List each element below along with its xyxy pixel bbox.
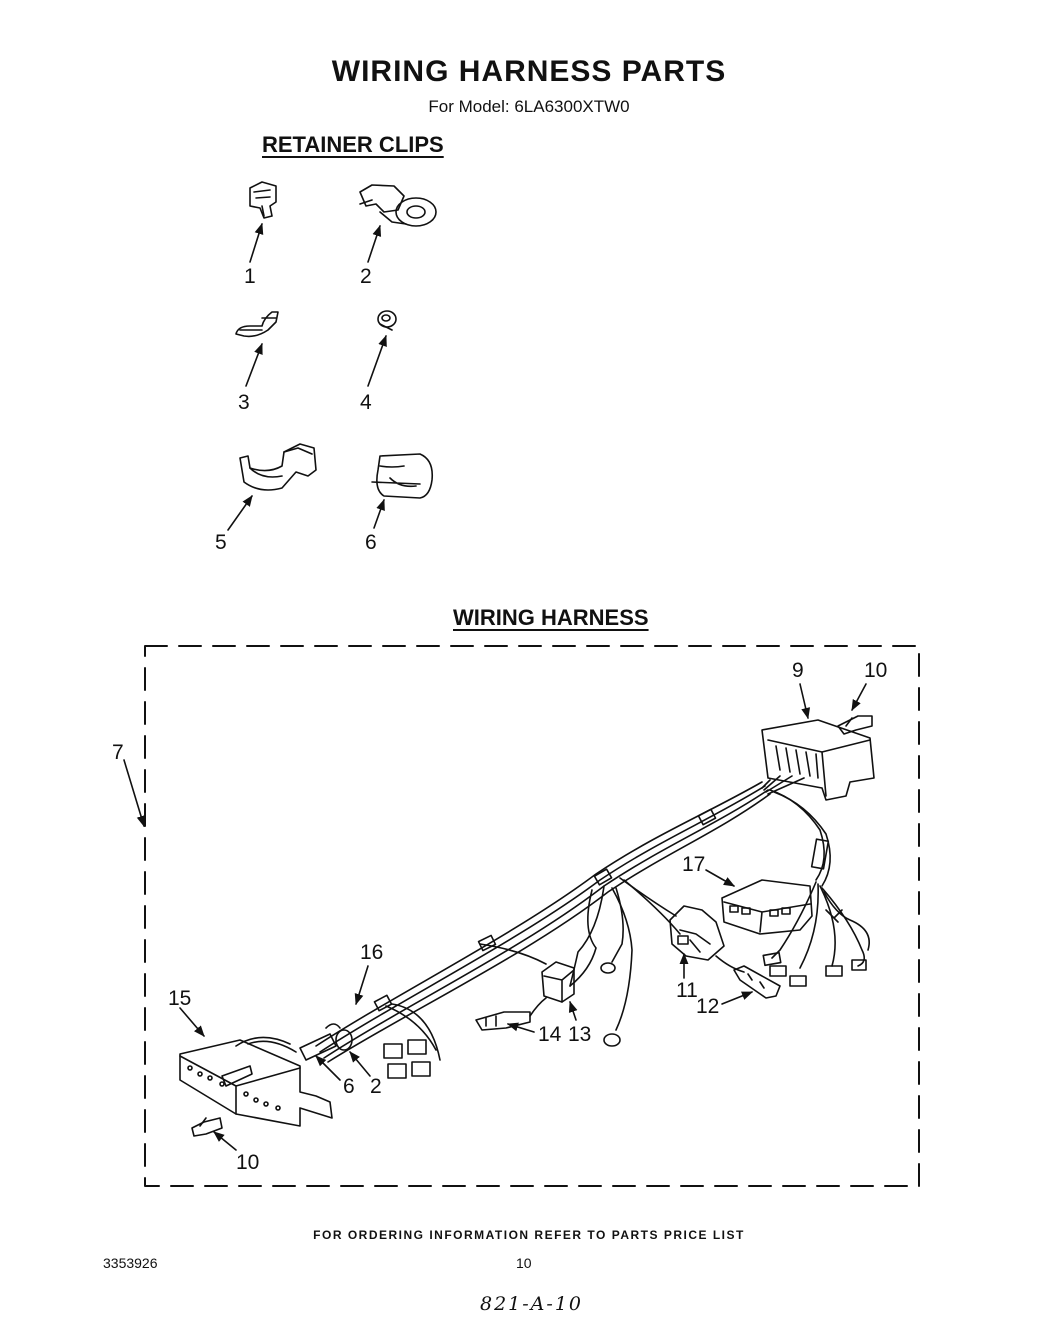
terminal-14 xyxy=(475,997,547,1031)
retainer-clips-heading: RETAINER CLIPS xyxy=(262,132,444,157)
clip-label: 3 xyxy=(238,391,250,414)
model-subtitle: For Model: 6LA6300XTW0 xyxy=(428,97,630,116)
clip-5-icon xyxy=(239,443,317,491)
connector-15 xyxy=(179,1036,333,1127)
harness-callout: 14 xyxy=(538,1023,562,1046)
terminal-10-bottom xyxy=(191,1117,223,1137)
harness-callout: 11 xyxy=(676,979,698,1002)
document-part-number: 3353926 xyxy=(103,1255,158,1271)
harness-callout: 10 xyxy=(864,659,888,682)
wire-bundle xyxy=(315,781,771,1063)
connector-13 xyxy=(541,961,575,1003)
clip-1-icon xyxy=(249,181,277,219)
harness-callout: 10 xyxy=(236,1151,260,1174)
clip-2-icon xyxy=(359,184,437,227)
clip-label: 4 xyxy=(360,391,372,414)
clip-label: 5 xyxy=(215,531,227,554)
handwritten-code: 821-A-10 xyxy=(480,1293,584,1315)
terminal-10-top xyxy=(837,715,873,735)
ordering-note: FOR ORDERING INFORMATION REFER TO PARTS … xyxy=(313,1228,745,1242)
clip-4-icon xyxy=(377,310,397,331)
clip-label: 1 xyxy=(244,265,256,288)
clip-6-icon xyxy=(371,453,434,499)
page-title: WIRING HARNESS PARTS xyxy=(331,55,727,88)
clip-3-icon xyxy=(235,311,279,338)
wiring-harness-heading: WIRING HARNESS xyxy=(453,605,649,630)
page-number: 10 xyxy=(516,1255,532,1271)
harness-callout: 2 xyxy=(370,1075,382,1098)
harness-callout: 15 xyxy=(168,987,192,1010)
harness-callout: 9 xyxy=(792,659,804,682)
connector-17 xyxy=(721,879,813,935)
connector-9 xyxy=(761,719,875,801)
switch-11 xyxy=(669,905,725,961)
harness-callout: 13 xyxy=(568,1023,592,1046)
harness-callout: 12 xyxy=(696,995,720,1018)
terminals-12 xyxy=(733,965,781,999)
harness-callout: 6 xyxy=(343,1075,355,1098)
harness-callout: 16 xyxy=(360,941,384,964)
clip-label: 6 xyxy=(365,531,377,554)
clip-label: 2 xyxy=(360,265,372,288)
harness-callout: 7 xyxy=(112,741,124,764)
harness-callout: 17 xyxy=(682,853,706,876)
